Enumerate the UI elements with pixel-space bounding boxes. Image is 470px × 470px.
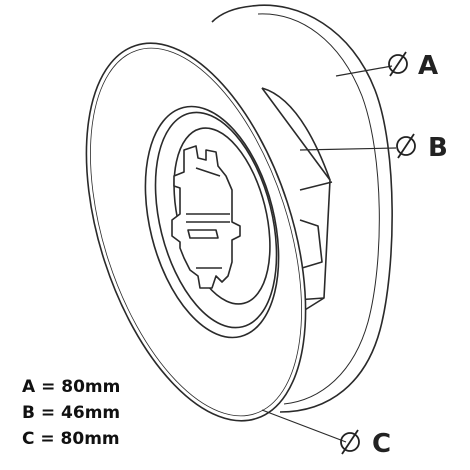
callout-a: A (388, 51, 438, 81)
leader-line-a (335, 65, 393, 77)
hub-cylinder (261, 87, 333, 319)
diameter-symbol-a (388, 51, 408, 77)
dimension-a: A = 80mm (22, 377, 121, 397)
diameter-symbol-c (340, 429, 360, 455)
leader-line-c (261, 409, 347, 443)
callout-letter-b: B (428, 133, 448, 163)
diameter-symbol-b (396, 133, 416, 159)
dimension-list: A = 80mm B = 46mm C = 80mm (22, 374, 120, 452)
callout-b: B (396, 133, 448, 163)
callout-c: C (340, 429, 391, 459)
leader-line-b (299, 147, 397, 151)
splined-bore (171, 145, 241, 289)
dimension-b: B = 46mm (22, 403, 121, 423)
leader-lines (261, 65, 397, 443)
dimension-c: C = 80mm (22, 429, 120, 449)
callout-letter-c: C (372, 429, 391, 459)
callout-letter-a: A (418, 51, 438, 81)
